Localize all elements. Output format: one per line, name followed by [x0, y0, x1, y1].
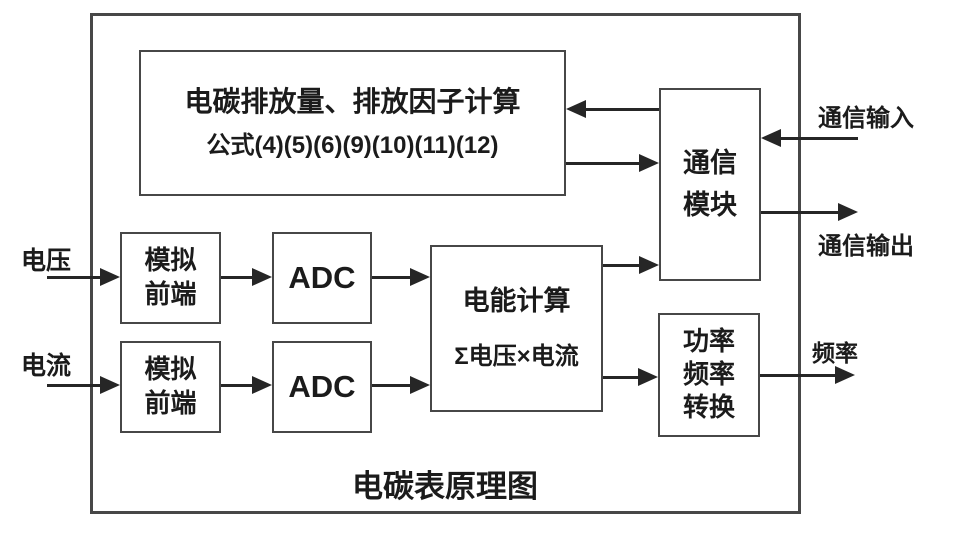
- carbon-calc-formulas: 公式(4)(5)(6)(9)(10)(11)(12): [206, 132, 499, 160]
- arrow-carbon-comm-head: [639, 154, 659, 172]
- arrow-adc2-energy-line: [372, 384, 412, 387]
- frequency-output-label: 频率: [812, 340, 858, 366]
- power-freq-label-line1: 功率: [682, 326, 735, 357]
- analog-front-end-voltage-block: 模拟 前端: [120, 232, 221, 324]
- arrow-frequency-output-head: [835, 366, 855, 384]
- diagram-title: 电碳表原理图: [352, 469, 538, 504]
- communication-module-block: 通信 模块: [659, 88, 761, 281]
- arrow-comm-output-head: [838, 203, 858, 221]
- energy-calc-title: 电能计算: [462, 286, 571, 317]
- afe-voltage-label-line1: 模拟: [144, 245, 197, 276]
- comm-module-label-line1: 通信: [683, 148, 737, 179]
- afe-current-label-line1: 模拟: [144, 354, 197, 385]
- arrow-current-input-line: [47, 384, 102, 387]
- arrow-energy-comm-head: [639, 256, 659, 274]
- adc-voltage-label: ADC: [288, 260, 356, 296]
- analog-front-end-current-block: 模拟 前端: [120, 341, 221, 433]
- energy-calc-block: 电能计算 Σ电压×电流: [430, 245, 603, 412]
- power-frequency-conversion-block: 功率 频率 转换: [658, 313, 760, 437]
- adc-voltage-block: ADC: [272, 232, 372, 324]
- adc-current-label: ADC: [288, 369, 356, 405]
- arrow-comm-output-line: [761, 211, 840, 214]
- afe-voltage-label-line2: 前端: [144, 279, 197, 309]
- voltage-input-label: 电压: [21, 247, 72, 275]
- comm-input-label: 通信输入: [818, 105, 914, 132]
- carbon-emission-calc-block: 电碳排放量、排放因子计算 公式(4)(5)(6)(9)(10)(11)(12): [139, 50, 566, 196]
- arrow-frequency-output-line: [760, 374, 837, 377]
- power-freq-label-line2: 频率: [682, 359, 735, 390]
- arrow-energy-comm-line: [603, 264, 641, 267]
- power-freq-label-line3: 转换: [682, 391, 735, 422]
- arrow-comm-input-head: [761, 129, 781, 147]
- arrow-afe1-adc1-line: [221, 276, 254, 279]
- arrow-comm-input-line: [779, 137, 858, 140]
- comm-module-label-line2: 模块: [683, 189, 737, 220]
- arrow-afe2-adc2-line: [221, 384, 254, 387]
- arrow-energy-powerfreq-line: [603, 376, 640, 379]
- arrow-comm-carbon-head: [566, 100, 586, 118]
- carbon-calc-title: 电碳排放量、排放因子计算: [184, 86, 521, 118]
- arrow-carbon-comm-line: [566, 162, 641, 165]
- comm-output-label: 通信输出: [818, 233, 914, 260]
- arrow-adc2-energy-head: [410, 376, 430, 394]
- energy-calc-formula: Σ电压×电流: [454, 343, 579, 371]
- adc-current-block: ADC: [272, 341, 372, 433]
- afe-current-label-line2: 前端: [144, 388, 197, 418]
- current-input-label: 电流: [21, 352, 72, 380]
- arrow-energy-powerfreq-head: [638, 368, 658, 386]
- arrow-current-input-head: [100, 376, 120, 394]
- arrow-adc1-energy-head: [410, 268, 430, 286]
- arrow-afe2-adc2-head: [252, 376, 272, 394]
- arrow-afe1-adc1-head: [252, 268, 272, 286]
- arrow-voltage-input-line: [47, 276, 102, 279]
- arrow-comm-carbon-line: [584, 108, 659, 111]
- arrow-adc1-energy-line: [372, 276, 412, 279]
- arrow-voltage-input-head: [100, 268, 120, 286]
